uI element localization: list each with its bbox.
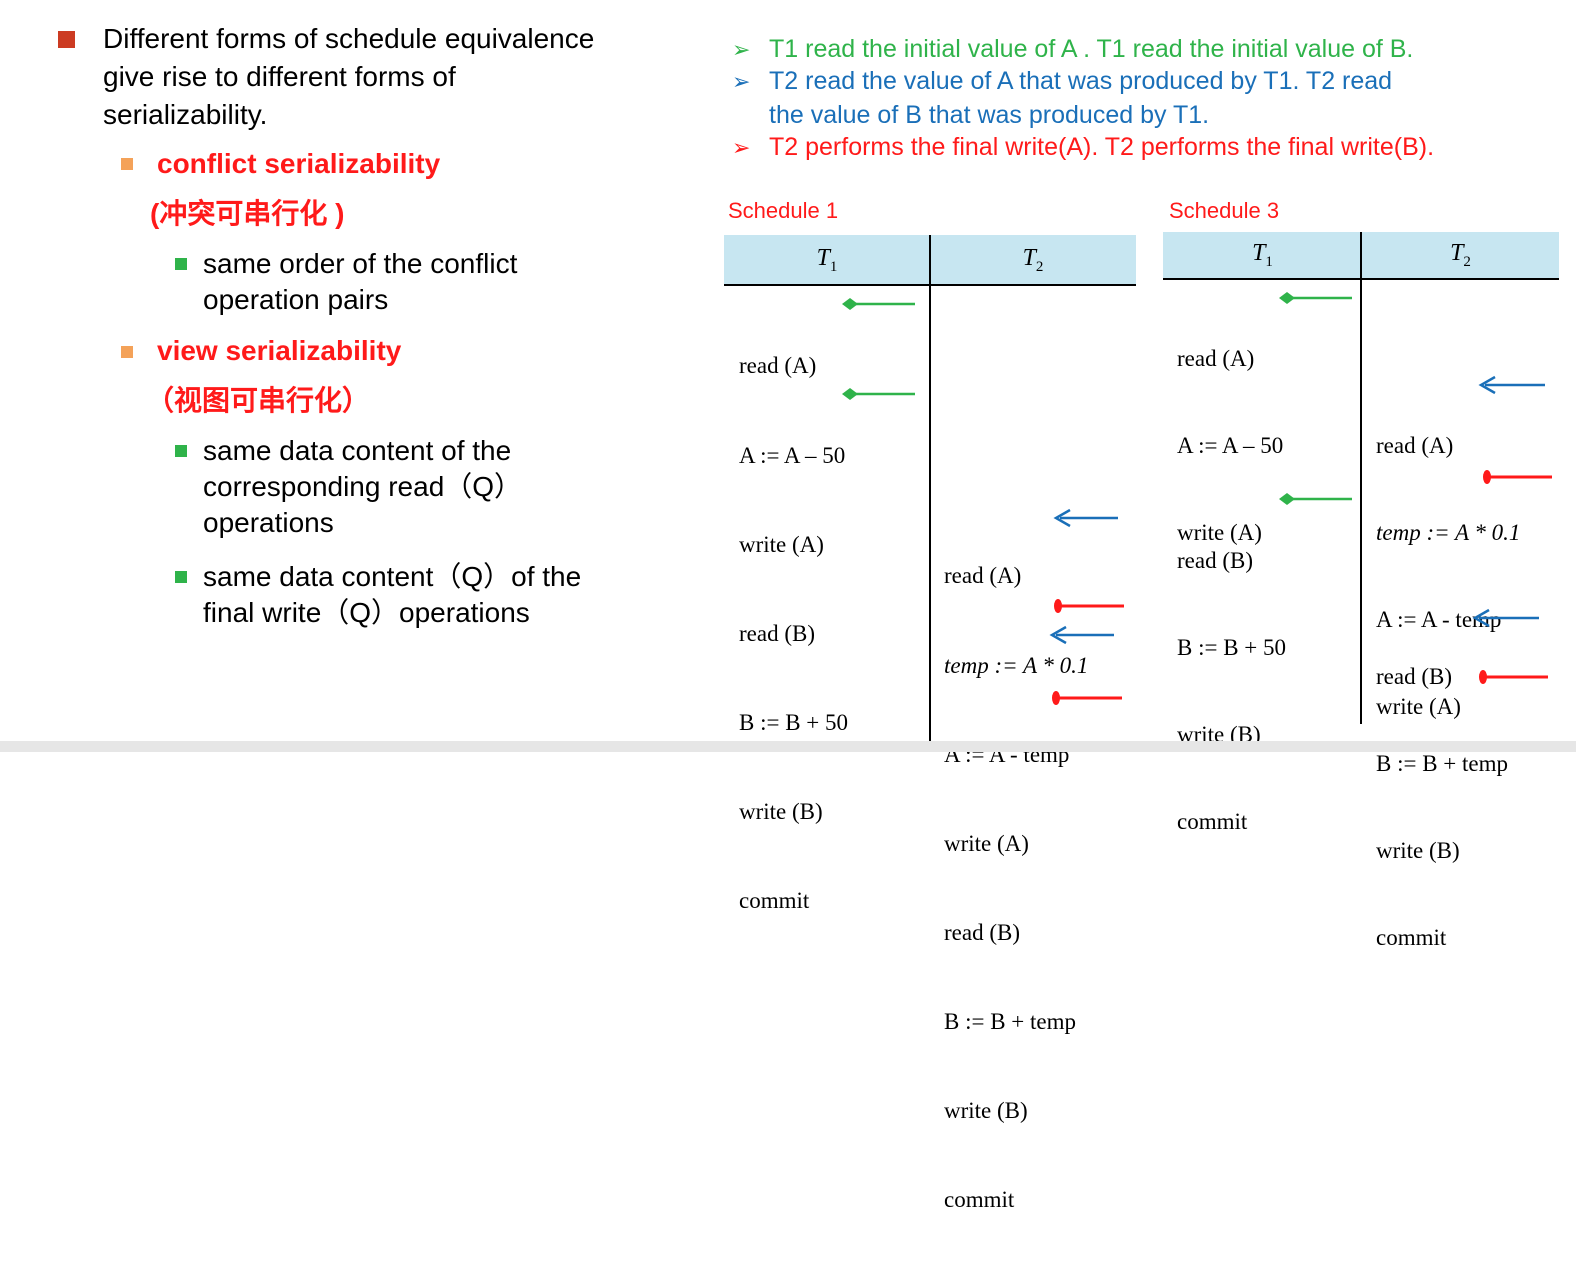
view-bullet1-line: corresponding read（Q） <box>203 471 523 502</box>
bullet-square-icon <box>121 158 133 170</box>
schedule-3-arrows <box>1279 292 1552 684</box>
red-dot-arrow-icon <box>1054 599 1124 613</box>
blue-left-arrow-icon <box>1049 625 1114 645</box>
op-write-a: write (A) <box>739 531 824 557</box>
schedule-1-header-t1: T1 <box>724 245 930 276</box>
bullet-square-icon <box>175 445 187 457</box>
op-write-b: write (B) <box>944 1098 1028 1124</box>
green-diamond-arrow-icon <box>1279 493 1352 505</box>
column-divider <box>929 235 931 748</box>
header-t-label: T <box>816 245 830 271</box>
bullet-square-icon <box>175 571 187 583</box>
intro-text: Different forms of schedule equivalence … <box>103 20 594 134</box>
view-bullet1-line: same data content of the <box>203 435 512 466</box>
header-t-label: T <box>1450 240 1464 266</box>
op-read-a: read (A) <box>739 353 817 379</box>
schedule-3-header-t1: T1 <box>1163 240 1362 271</box>
bullet-square-icon <box>58 31 75 48</box>
intro-line: serializability. <box>103 99 268 130</box>
green-diamond-arrow-icon <box>842 388 915 400</box>
op-b-plus-50: B := B + 50 <box>739 709 849 735</box>
blue-left-arrow-icon <box>1053 508 1118 528</box>
op-read-b: read (B) <box>1376 664 1452 689</box>
schedule-1-arrows <box>842 298 1124 705</box>
schedule-3-t2-ops-a: read (A) temp := A * 0.1 A := A - temp w… <box>1376 373 1520 779</box>
op-b-plus-temp: B := B + temp <box>1376 751 1509 776</box>
op-write-a: write (A) <box>1177 520 1262 545</box>
note-blue-line2: the value of B that was produced by T1. <box>769 101 1210 129</box>
schedule-3-t1-ops-a: read (A) A := A – 50 write (A) <box>1177 286 1283 605</box>
op-read-b: read (B) <box>1177 548 1253 573</box>
bottom-bar <box>0 741 1576 752</box>
blue-left-arrow-icon <box>1472 608 1539 628</box>
header-subscript: 2 <box>1463 253 1471 270</box>
red-dot-arrow-icon <box>1052 691 1122 705</box>
arrowhead-bullet-icon: ➢ <box>732 69 751 94</box>
arrowhead-bullet-icon: ➢ <box>732 37 751 62</box>
conflict-bullet-line: same order of the conflict <box>203 248 518 279</box>
green-diamond-arrow-icon <box>842 298 915 310</box>
op-read-a: read (A) <box>944 563 1022 589</box>
view-bullet1-text: same data content of the corresponding r… <box>203 433 522 541</box>
op-write-a: write (A) <box>944 830 1029 856</box>
schedule-1-header-t2: T2 <box>930 245 1136 276</box>
view-bullet2-text: same data content（Q）of the final write（Q… <box>203 559 581 631</box>
arrowhead-bullet-icon: ➢ <box>732 135 751 160</box>
note-red: T2 performs the final write(A). T2 perfo… <box>769 133 1435 161</box>
view-bullet2-line: same data content（Q）of the <box>203 561 582 592</box>
header-t-label: T <box>1252 240 1266 266</box>
view-bullet1-line: operations <box>203 507 334 538</box>
op-commit: commit <box>944 1187 1015 1213</box>
op-commit: commit <box>739 888 810 914</box>
op-read-a: read (A) <box>1177 346 1255 371</box>
op-write-a: write (A) <box>1376 694 1461 719</box>
op-write-b: write (B) <box>739 798 823 824</box>
note-green: T1 read the initial value of A . T1 read… <box>769 35 1414 63</box>
bullet-square-icon <box>121 346 133 358</box>
bullet-square-icon <box>175 258 187 270</box>
op-read-b: read (B) <box>944 919 1020 945</box>
view-bullet2-line: final write（Q）operations <box>203 597 530 628</box>
header-subscript: 1 <box>829 258 838 275</box>
op-temp-assign: temp := A * 0.1 <box>944 652 1089 678</box>
schedule-1-label: Schedule 1 <box>728 198 839 223</box>
conflict-bullet-text: same order of the conflict operation pai… <box>203 246 517 318</box>
conflict-serializability-subtitle: (冲突可串行化 ) <box>150 198 345 229</box>
op-write-b: write (B) <box>1376 838 1460 863</box>
green-diamond-arrow-icon <box>1279 292 1352 304</box>
op-a-minus-50: A := A – 50 <box>739 442 846 468</box>
op-commit: commit <box>1376 925 1447 950</box>
header-subscript: 1 <box>1265 253 1273 270</box>
header-subscript: 2 <box>1035 258 1044 275</box>
schedule-3-label: Schedule 3 <box>1169 198 1280 223</box>
conflict-serializability-title: conflict serializability <box>157 148 441 179</box>
conflict-bullet-line: operation pairs <box>203 284 389 315</box>
column-divider <box>1360 232 1362 724</box>
note-blue-line1: T2 read the value of A that was produced… <box>769 67 1393 95</box>
view-serializability-title: view serializability <box>157 335 402 366</box>
op-commit: commit <box>1177 809 1248 834</box>
red-dot-arrow-icon <box>1479 670 1548 684</box>
red-dot-arrow-icon <box>1483 470 1552 484</box>
op-b-plus-50: B := B + 50 <box>1177 635 1287 660</box>
schedule-3-header-t2: T2 <box>1362 240 1559 271</box>
header-t-label: T <box>1022 245 1036 271</box>
view-serializability-subtitle: （视图可串行化） <box>146 385 371 416</box>
blue-left-arrow-icon <box>1478 375 1545 395</box>
op-read-a: read (A) <box>1376 433 1454 458</box>
op-a-minus-50: A := A – 50 <box>1177 433 1284 458</box>
op-read-b: read (B) <box>739 620 815 646</box>
op-temp-assign: temp := A * 0.1 <box>1376 520 1521 545</box>
intro-line: give rise to different forms of <box>103 61 456 92</box>
op-b-plus-temp: B := B + temp <box>944 1008 1077 1034</box>
intro-line: Different forms of schedule equivalence <box>103 23 595 54</box>
